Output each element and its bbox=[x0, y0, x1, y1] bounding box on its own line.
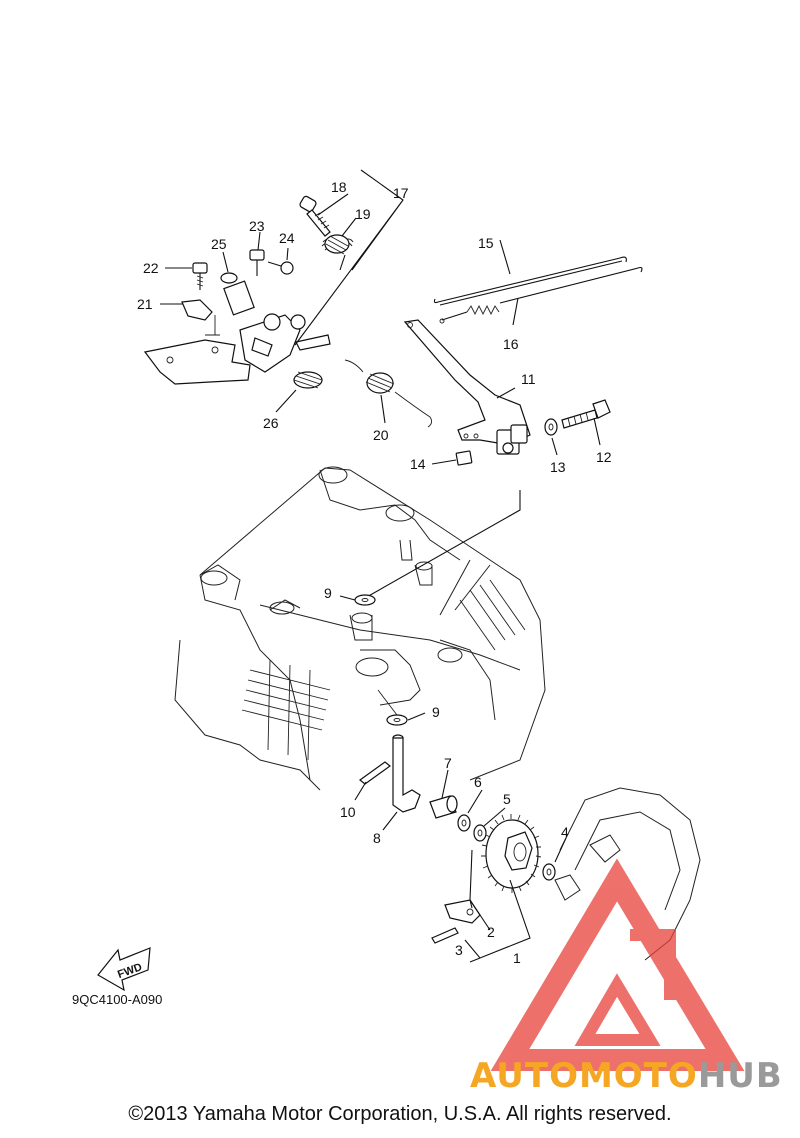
part-18-bolt bbox=[299, 195, 331, 237]
callout-5: 5 bbox=[503, 791, 511, 807]
part-19-spring bbox=[321, 234, 354, 271]
engine-housing bbox=[174, 466, 546, 791]
part-24-screw bbox=[267, 261, 294, 275]
callout-25: 25 bbox=[211, 236, 227, 252]
part-15-rod bbox=[433, 256, 627, 306]
leader-lines bbox=[160, 169, 601, 963]
callout-6: 6 bbox=[474, 774, 482, 790]
callout-17: 17 bbox=[393, 185, 409, 201]
callout-16: 16 bbox=[503, 336, 519, 352]
callout-19: 19 bbox=[355, 206, 371, 222]
part-9-washer-lower bbox=[377, 689, 408, 726]
part-20-spring bbox=[344, 359, 433, 428]
part-21-clip bbox=[181, 299, 213, 321]
part-26-spring bbox=[293, 371, 323, 389]
callout-10: 10 bbox=[340, 804, 356, 820]
callout-18: 18 bbox=[331, 179, 347, 195]
part-13-washer bbox=[544, 418, 558, 436]
watermark-logo-icon bbox=[490, 858, 745, 1071]
part-1-governor-gear bbox=[481, 814, 542, 893]
callout-20: 20 bbox=[373, 427, 389, 443]
callout-numbers: 1 2 3 4 5 6 7 8 9 9 10 11 12 13 14 15 16… bbox=[137, 179, 612, 966]
brand-part1: AUTOMOTO bbox=[470, 1056, 698, 1096]
callout-14: 14 bbox=[410, 456, 426, 472]
callout-9-upper: 9 bbox=[324, 585, 332, 601]
part-11-lever bbox=[403, 319, 531, 455]
callout-23: 23 bbox=[249, 218, 265, 234]
part-8-governor-shaft bbox=[392, 734, 421, 813]
part-5-washer bbox=[473, 824, 487, 842]
governor-bracket bbox=[143, 280, 331, 385]
callout-4: 4 bbox=[561, 824, 569, 840]
callout-26: 26 bbox=[263, 415, 279, 431]
callout-12: 12 bbox=[596, 449, 612, 465]
part-14-nut bbox=[455, 450, 473, 466]
callout-8: 8 bbox=[373, 830, 381, 846]
callout-7: 7 bbox=[444, 755, 452, 771]
callout-2: 2 bbox=[487, 924, 495, 940]
part-7-bushing bbox=[429, 795, 458, 819]
callout-3: 3 bbox=[455, 942, 463, 958]
callout-13: 13 bbox=[550, 459, 566, 475]
callout-15: 15 bbox=[478, 235, 494, 251]
part-2-governor-weight bbox=[444, 899, 481, 924]
watermark-brand: AUTOMOTOHUB bbox=[470, 1056, 783, 1096]
part-25-washer bbox=[220, 272, 238, 284]
callout-1: 1 bbox=[513, 950, 521, 966]
callout-24: 24 bbox=[279, 230, 295, 246]
fwd-arrow-icon: FWD bbox=[97, 947, 151, 992]
part-22-screw bbox=[192, 262, 208, 290]
brand-part2: HUB bbox=[697, 1056, 783, 1096]
part-10-pin bbox=[359, 761, 391, 785]
part-6-washer bbox=[457, 814, 471, 832]
part-23-bolt bbox=[249, 249, 265, 276]
callout-9-lower: 9 bbox=[432, 704, 440, 720]
catalog-code: 9QC4100-A090 bbox=[72, 992, 163, 1007]
callout-21: 21 bbox=[137, 296, 153, 312]
part-3-pin bbox=[431, 927, 459, 944]
callout-22: 22 bbox=[143, 260, 159, 276]
part-9-washer-upper bbox=[354, 594, 376, 606]
part-12-bolt bbox=[561, 399, 611, 429]
callout-11: 11 bbox=[521, 371, 536, 387]
part-16-spring-rod bbox=[439, 266, 643, 324]
copyright-notice: ©2013 Yamaha Motor Corporation, U.S.A. A… bbox=[128, 1103, 672, 1125]
part-4-washer bbox=[542, 863, 556, 881]
crankcase-cover bbox=[554, 787, 701, 961]
